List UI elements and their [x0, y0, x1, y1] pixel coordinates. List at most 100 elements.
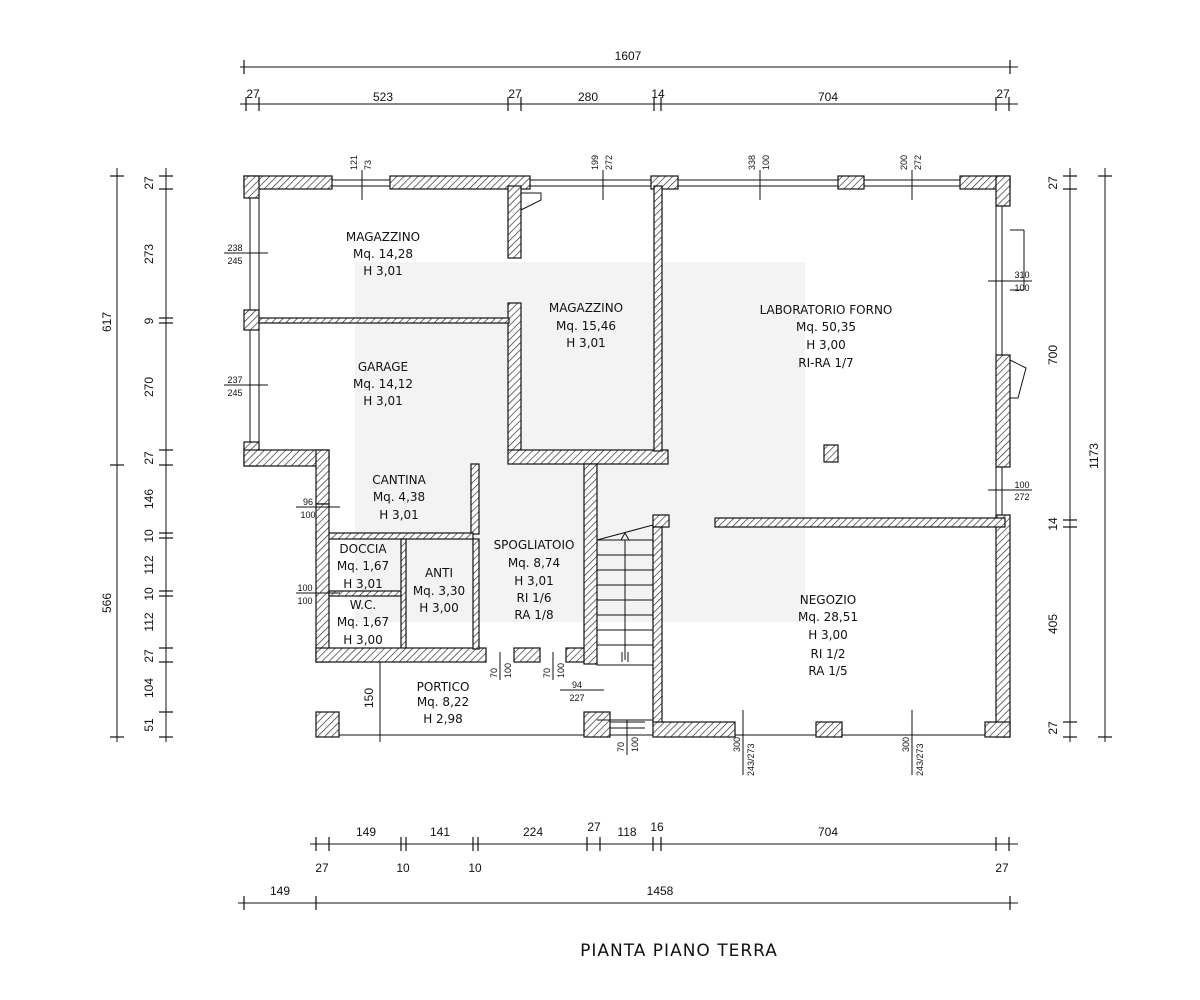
- dim-left-2: 9: [142, 317, 156, 324]
- svg-text:RA 1/8: RA 1/8: [514, 608, 553, 622]
- top-dimensions: 1607 27 523 27 280 14 704 27: [240, 49, 1018, 111]
- op-d3-b: 227: [569, 693, 584, 703]
- dim-bottom-0: 149: [356, 825, 376, 839]
- op-n2-a: 300: [901, 737, 911, 752]
- portico-depth: 150: [362, 688, 376, 708]
- dim-left-3: 270: [142, 377, 156, 397]
- op-w5-b: 100: [1014, 283, 1029, 293]
- op-n1-b: 243/273: [746, 743, 756, 776]
- room-negozio: NEGOZIO Mq. 28,51 H 3,00 RI 1/2 RA 1/5: [798, 593, 858, 678]
- op-w2-a: 199: [590, 155, 600, 170]
- svg-text:H 3,00: H 3,00: [806, 338, 846, 352]
- dim-left-7: 112: [142, 555, 156, 574]
- op-d2-a: 70: [542, 668, 552, 678]
- op-w3-a: 338: [747, 155, 757, 170]
- svg-text:H 3,01: H 3,01: [379, 508, 419, 522]
- room-wc: W.C. Mq. 1,67 H 3,00: [337, 598, 389, 647]
- op-w1-a: 121: [349, 155, 359, 170]
- op-n1-a: 300: [732, 737, 742, 752]
- dim-right-3: 405: [1046, 614, 1060, 634]
- dim-bottom-total-b: 1458: [647, 884, 674, 898]
- svg-text:RI-RA 1/7: RI-RA 1/7: [798, 356, 853, 370]
- op-d3-a: 94: [572, 680, 582, 690]
- dim-bottom-r2-2: 10: [468, 861, 482, 875]
- op-w10-b: 100: [297, 596, 312, 606]
- dim-bottom-3: 27: [587, 820, 601, 834]
- dim-left-11: 104: [142, 678, 156, 698]
- svg-text:DOCCIA: DOCCIA: [339, 542, 387, 556]
- svg-text:Mq. 1,67: Mq. 1,67: [337, 559, 389, 573]
- op-w8-a: 237: [227, 375, 242, 385]
- svg-text:NEGOZIO: NEGOZIO: [800, 593, 857, 607]
- svg-text:RA 1/5: RA 1/5: [808, 664, 847, 678]
- op-w6-a: 100: [1014, 480, 1029, 490]
- dim-left-9: 112: [142, 612, 156, 631]
- dim-top-1: 523: [373, 90, 393, 104]
- svg-text:RI 1/2: RI 1/2: [810, 647, 845, 661]
- dim-left-4: 27: [142, 451, 156, 465]
- dim-bottom-r2-1: 10: [396, 861, 410, 875]
- svg-text:Mq. 1,67: Mq. 1,67: [337, 615, 389, 629]
- dim-right-outer: 1173: [1087, 443, 1101, 469]
- opening-dimensions: 121 73 199 272 338 100 200 272 310 100 1…: [224, 155, 1032, 776]
- dim-right-0: 27: [1046, 176, 1060, 190]
- svg-text:Mq. 50,35: Mq. 50,35: [796, 320, 856, 334]
- room-spogliatoio: SPOGLIATOIO Mq. 8,74 H 3,01 RI 1/6 RA 1/…: [494, 538, 575, 622]
- dim-left-1: 273: [142, 244, 156, 264]
- plan-title: PIANTA PIANO TERRA: [580, 941, 778, 961]
- svg-text:W.C.: W.C.: [350, 598, 377, 612]
- svg-text:Mq. 15,46: Mq. 15,46: [556, 319, 616, 333]
- dim-top-total: 1607: [615, 49, 642, 63]
- svg-text:ANTI: ANTI: [425, 566, 453, 580]
- op-w5-a: 310: [1014, 270, 1029, 280]
- dim-left-outer-0: 617: [100, 312, 114, 332]
- dim-top-4: 14: [651, 87, 665, 101]
- room-garage: GARAGE Mq. 14,12 H 3,01: [353, 360, 413, 408]
- dim-left-5: 146: [142, 489, 156, 509]
- dim-right-1: 700: [1046, 345, 1060, 365]
- op-n2-b: 243/273: [915, 743, 925, 776]
- dim-bottom-r2-3: 27: [995, 861, 1009, 875]
- op-d2-b: 100: [556, 663, 566, 678]
- room-laboratorio-forno: LABORATORIO FORNO Mq. 50,35 H 3,00 RI-RA…: [760, 303, 893, 370]
- dim-bottom-2: 224: [523, 825, 543, 839]
- dim-bottom-5: 16: [650, 820, 664, 834]
- svg-text:MAGAZZINO: MAGAZZINO: [346, 230, 420, 244]
- dim-bottom-1: 141: [430, 825, 450, 839]
- dim-left-6: 10: [142, 529, 156, 543]
- svg-text:MAGAZZINO: MAGAZZINO: [549, 301, 623, 315]
- dim-right-4: 27: [1046, 721, 1060, 735]
- watermark: [355, 262, 805, 622]
- dim-top-3: 280: [578, 90, 598, 104]
- dim-top-6: 27: [996, 87, 1010, 101]
- bottom-dimensions: 149 141 224 27 118 16 704 27 10 10 27 14…: [238, 820, 1018, 910]
- svg-text:H 3,01: H 3,01: [363, 264, 403, 278]
- svg-text:Mq. 14,12: Mq. 14,12: [353, 377, 413, 391]
- room-doccia: DOCCIA Mq. 1,67 H 3,01: [337, 542, 389, 591]
- dim-bottom-4: 118: [617, 825, 636, 839]
- svg-text:Mq. 14,28: Mq. 14,28: [353, 247, 413, 261]
- svg-text:Mq. 4,38: Mq. 4,38: [373, 490, 425, 504]
- dim-left-10: 27: [142, 649, 156, 663]
- svg-text:GARAGE: GARAGE: [358, 360, 408, 374]
- op-w10-a: 100: [297, 583, 312, 593]
- dim-left-8: 10: [142, 587, 156, 601]
- dim-bottom-r2-0: 27: [315, 861, 329, 875]
- svg-text:H 3,01: H 3,01: [363, 394, 403, 408]
- dim-top-5: 704: [818, 90, 838, 104]
- left-dimensions: 617 566 27 273 9 270 27 146 10 112 10 11…: [100, 168, 173, 742]
- svg-text:Mq. 3,30: Mq. 3,30: [413, 584, 465, 598]
- op-w3-b: 100: [761, 155, 771, 170]
- op-w2-b: 272: [604, 155, 614, 170]
- dim-bottom-total-a: 149: [270, 884, 290, 898]
- op-d4-b: 100: [630, 737, 640, 752]
- svg-text:H 3,00: H 3,00: [419, 601, 459, 615]
- dim-bottom-6: 704: [818, 825, 838, 839]
- dim-top-0: 27: [246, 87, 260, 101]
- op-w8-b: 245: [227, 388, 242, 398]
- op-d1-b: 100: [503, 663, 513, 678]
- svg-text:H 3,00: H 3,00: [808, 628, 848, 642]
- room-cantina: CANTINA Mq. 4,38 H 3,01: [372, 473, 426, 522]
- op-d1-a: 70: [489, 668, 499, 678]
